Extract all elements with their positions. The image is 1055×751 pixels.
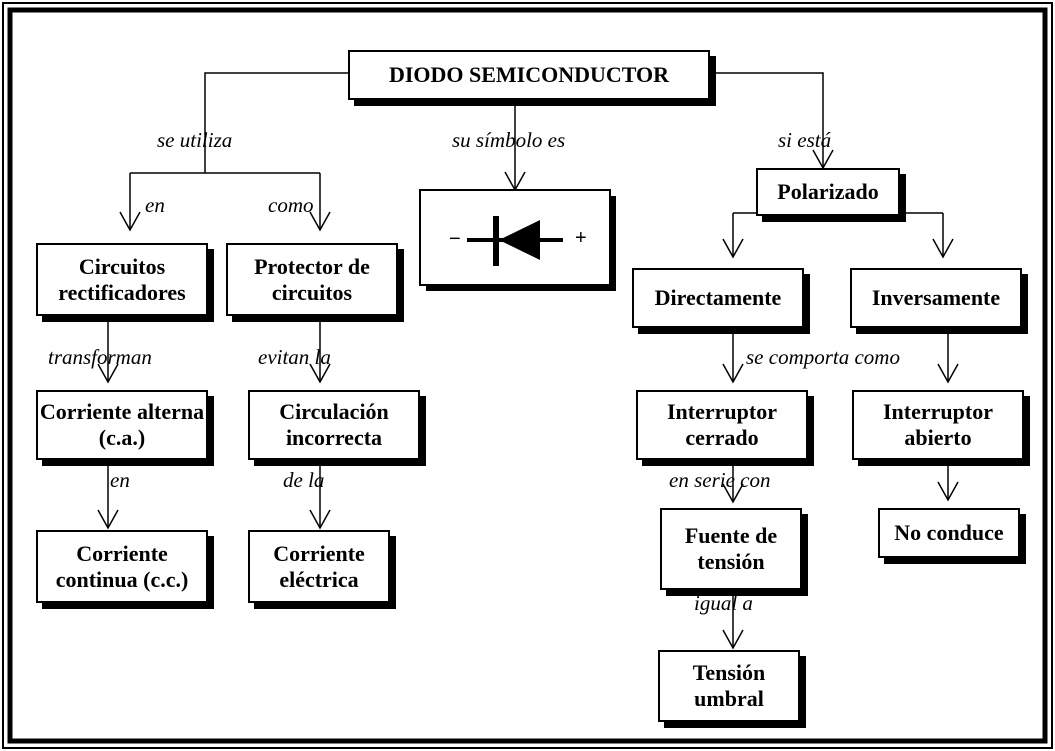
node-circulacion-incorrecta: Circulación incorrecta	[248, 390, 420, 460]
arrowhead	[722, 238, 744, 259]
arrowhead	[722, 483, 744, 504]
label-evitan-la: evitan la	[258, 345, 331, 369]
diode-plus-sign: +	[575, 227, 587, 249]
line-root-right	[710, 72, 824, 168]
arrowhead	[97, 363, 119, 384]
label-en: en	[145, 193, 165, 217]
node-circuitos-rectificadores: Circuitos rectificadores	[36, 243, 208, 316]
node-fuente-de-tension: Fuente de tensión	[660, 508, 802, 590]
arrowhead	[722, 363, 744, 384]
node-no-conduce: No conduce	[878, 508, 1020, 558]
label-en-2: en	[110, 468, 130, 492]
label-se-comporta-como: se comporta como	[746, 345, 900, 369]
node-polarizado: Polarizado	[756, 168, 900, 216]
diode-minus-sign: −	[449, 228, 461, 250]
node-inversamente: Inversamente	[850, 268, 1022, 328]
label-igual-a: igual a	[694, 591, 753, 615]
node-corriente-continua: Corriente continua (c.c.)	[36, 530, 208, 603]
arrowhead	[97, 509, 119, 530]
node-corriente-electrica: Corriente eléctrica	[248, 530, 390, 603]
arrowhead	[932, 238, 954, 259]
arrowhead	[309, 509, 331, 530]
arrowhead	[937, 363, 959, 384]
label-en-serie-con: en serie con	[669, 468, 771, 492]
node-directamente: Directamente	[632, 268, 804, 328]
node-interruptor-cerrado: Interruptor cerrado	[636, 390, 808, 460]
connector-lines	[97, 72, 959, 650]
arrowhead	[309, 363, 331, 384]
label-su-simbolo-es: su símbolo es	[452, 128, 566, 152]
diode-icon	[467, 216, 563, 266]
node-corriente-alterna: Corriente alterna (c.a.)	[36, 390, 208, 460]
node-tension-umbral: Tensión umbral	[658, 650, 800, 722]
inner-border	[7, 7, 1048, 744]
line-root-left	[204, 72, 348, 173]
node-protector-de-circuitos: Protector de circuitos	[226, 243, 398, 316]
arrowhead	[119, 211, 141, 232]
label-de-la: de la	[283, 468, 325, 492]
label-como: como	[268, 193, 314, 217]
node-interruptor-abierto: Interruptor abierto	[852, 390, 1024, 460]
arrowhead	[937, 481, 959, 502]
label-se-utiliza: se utiliza	[157, 128, 233, 152]
node-diodo-semiconductor: DIODO SEMICONDUCTOR	[348, 50, 710, 100]
arrowhead	[722, 629, 744, 650]
arrowhead	[309, 211, 331, 232]
label-si-esta: si está	[778, 128, 832, 152]
label-transforman: transforman	[48, 345, 152, 369]
